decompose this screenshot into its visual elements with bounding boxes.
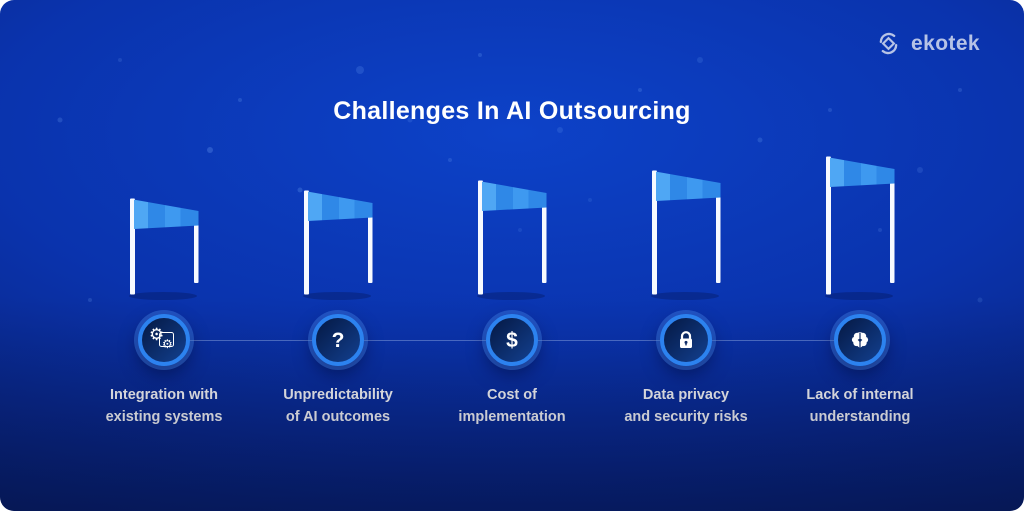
hurdle-graphic-4 (643, 154, 729, 300)
challenge-item-cost: $ Cost of implementation (425, 154, 599, 428)
hurdle-graphic-5 (817, 154, 903, 300)
challenge-item-unpredictability: ? Unpredictability of AI outcomes (251, 154, 425, 428)
brand-logo: ekotek (875, 30, 980, 57)
lock-icon (680, 331, 692, 348)
hurdle-graphic-1 (121, 154, 207, 300)
milestone-circle-5 (834, 314, 886, 366)
hurdle-graphic-2 (295, 154, 381, 300)
brand-name: ekotek (911, 31, 980, 55)
challenges-row: ⚙ ⚙ Integration with existing systems (77, 154, 947, 428)
challenge-label-2: Unpredictability of AI outcomes (283, 387, 393, 425)
question-mark-icon: ? (331, 328, 345, 352)
challenge-item-integration: ⚙ ⚙ Integration with existing systems (77, 154, 251, 428)
dollar-icon: $ (506, 328, 518, 352)
challenge-item-privacy: Data privacy and security risks (599, 154, 773, 428)
milestone-circle-1: ⚙ ⚙ (138, 314, 190, 366)
hurdle-graphic-3 (469, 154, 555, 300)
ekotek-logo-icon (879, 32, 898, 55)
gears-integration-icon: ⚙ ⚙ (149, 325, 174, 351)
challenge-label-5: Lack of internal understanding (806, 387, 914, 425)
milestone-circle-2: ? (312, 314, 364, 366)
challenge-label-4: Data privacy and security risks (624, 387, 748, 425)
milestone-circle-4 (660, 314, 712, 366)
challenge-label-1: Integration with existing systems (105, 387, 223, 425)
challenge-item-understanding: Lack of internal understanding (773, 154, 947, 428)
page-title: Challenges In AI Outsourcing (333, 97, 691, 125)
brain-icon (851, 332, 869, 348)
milestone-circle-3: $ (486, 314, 538, 366)
challenge-label-3: Cost of implementation (458, 387, 566, 425)
